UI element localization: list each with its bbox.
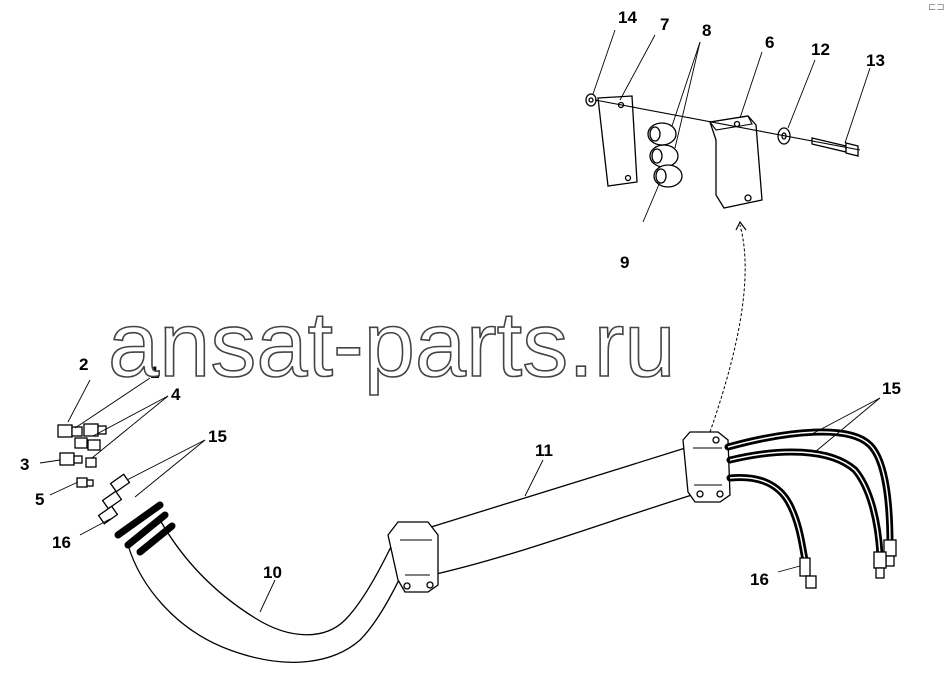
- fittings-left: [57, 423, 107, 488]
- corner-mark: ⊏⊐: [928, 2, 945, 13]
- bolt-13: [811, 137, 859, 157]
- callout-16-left: 16: [52, 533, 71, 552]
- callout-12: 12: [811, 40, 830, 59]
- callout-5: 5: [35, 490, 44, 509]
- callout-6: 6: [765, 33, 774, 52]
- hoses-left-15: [97, 473, 176, 556]
- callout-13: 13: [866, 51, 885, 70]
- callout-16-right: 16: [750, 570, 769, 589]
- callout-15-right: 15: [882, 379, 901, 398]
- hose-clamp-right: [682, 431, 731, 503]
- assembly-axis-line: [594, 99, 861, 151]
- protective-sleeve-10: [127, 519, 411, 663]
- plate-7: [597, 95, 638, 187]
- protective-sleeve-11: [414, 444, 709, 576]
- bracket-6: [709, 115, 763, 209]
- washer-14: [585, 93, 597, 107]
- assembly-arrow: [709, 224, 746, 433]
- callout-4: 4: [171, 385, 181, 404]
- callout-11: 11: [535, 441, 553, 460]
- grommets-8-9: [647, 122, 683, 188]
- callout-8: 8: [702, 21, 711, 40]
- callout-7: 7: [660, 15, 669, 34]
- callout-15-left: 15: [208, 427, 227, 446]
- callout-14: 14: [618, 8, 637, 27]
- callout-3: 3: [20, 455, 29, 474]
- callout-1: 1: [150, 363, 159, 382]
- callout-10: 10: [263, 563, 282, 582]
- leader-lines: [39, 29, 881, 613]
- hoses-right-15-16: [724, 428, 897, 589]
- hose-clamp-middle: [387, 521, 439, 593]
- callout-9: 9: [620, 253, 629, 272]
- watermark: ansat-parts.ru: [108, 294, 676, 396]
- callout-2: 2: [79, 355, 88, 374]
